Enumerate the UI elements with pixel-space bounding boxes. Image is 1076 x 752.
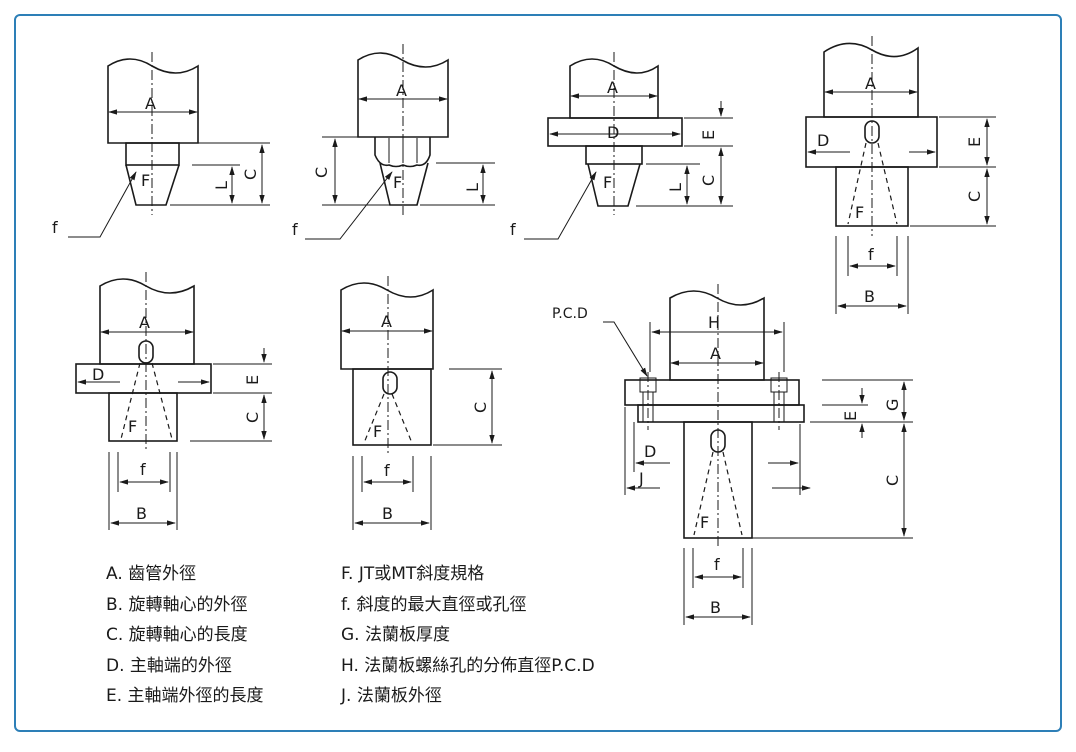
label-G: G: [883, 399, 902, 411]
legend-item-J: J. 法蘭板外徑: [341, 686, 442, 706]
figure-4: A D F E C f B: [805, 36, 996, 314]
label-E: E: [965, 137, 984, 147]
label-D: D: [644, 442, 656, 461]
label-D: D: [607, 123, 619, 142]
label-F: F: [603, 173, 612, 192]
legend-item-H: H. 法蘭板螺絲孔的分佈直徑P.C.D: [341, 655, 595, 676]
label-E: E: [243, 375, 262, 385]
legend-left: A. 齒管外徑 B. 旋轉軸心的外徑 C. 旋轉軸心的長度 D. 主軸端的外徑 …: [106, 559, 264, 712]
label-A: A: [607, 78, 618, 97]
label-E: E: [841, 411, 860, 421]
label-A: A: [865, 74, 876, 93]
label-J: J: [638, 469, 644, 488]
legend-right: F. JT或MT斜度規格 f. 斜度的最大直徑或孔徑 G. 法蘭板厚度 H. 法…: [341, 559, 595, 712]
label-C: C: [243, 412, 262, 423]
label-f: f: [52, 218, 58, 237]
figure-3: A D F f E C L: [510, 52, 733, 240]
label-C: C: [471, 402, 490, 413]
label-C: C: [965, 191, 984, 202]
label-f: f: [714, 555, 720, 574]
label-f: f: [292, 220, 298, 239]
label-B: B: [382, 504, 393, 523]
label-H: H: [708, 313, 720, 332]
label-D: D: [92, 365, 104, 384]
label-A: A: [710, 344, 721, 363]
label-L: L: [666, 183, 685, 192]
label-F: F: [700, 513, 709, 532]
label-A: A: [139, 313, 150, 332]
label-A: A: [396, 81, 407, 100]
figure-6: A F C f B: [340, 276, 502, 530]
figure-1: A F f L C: [52, 52, 270, 238]
label-f: f: [140, 460, 146, 479]
legend-item-f: f. 斜度的最大直徑或孔徑: [341, 594, 527, 615]
label-pcd: P.C.D: [552, 306, 588, 322]
label-B: B: [864, 287, 875, 306]
label-f: f: [384, 461, 390, 480]
label-D: D: [817, 131, 829, 150]
legend-item-F: F. JT或MT斜度規格: [341, 564, 485, 584]
label-F: F: [373, 422, 382, 441]
label-f: f: [510, 220, 516, 239]
legend-item-G: G. 法蘭板厚度: [341, 625, 450, 645]
figure-2: A F f C L: [292, 44, 495, 240]
diagram-frame: [14, 14, 1062, 732]
label-L: L: [212, 181, 231, 190]
label-B: B: [136, 504, 147, 523]
legend-item-C: C. 旋轉軸心的長度: [106, 625, 248, 645]
label-C: C: [883, 475, 902, 486]
label-A: A: [145, 94, 156, 113]
figure-5: A D F E C f B: [75, 272, 272, 530]
legend-item-A: A. 齒管外徑: [106, 564, 197, 584]
label-E: E: [699, 130, 718, 140]
label-C: C: [241, 169, 260, 180]
figure-7: H A P.C.D D J F E G C f B: [552, 284, 913, 625]
legend-item-E: E. 主軸端外徑的長度: [106, 686, 264, 706]
label-F: F: [393, 173, 402, 192]
label-L: L: [463, 183, 482, 192]
label-C: C: [312, 167, 331, 178]
label-f: f: [868, 245, 874, 264]
legend-item-D: D. 主軸端的外徑: [106, 655, 232, 676]
label-F: F: [141, 171, 150, 190]
label-C: C: [699, 175, 718, 186]
label-F: F: [128, 417, 137, 436]
legend-item-B: B. 旋轉軸心的外徑: [106, 594, 248, 615]
label-F: F: [855, 203, 864, 222]
label-B: B: [710, 598, 721, 617]
label-A: A: [381, 312, 392, 331]
